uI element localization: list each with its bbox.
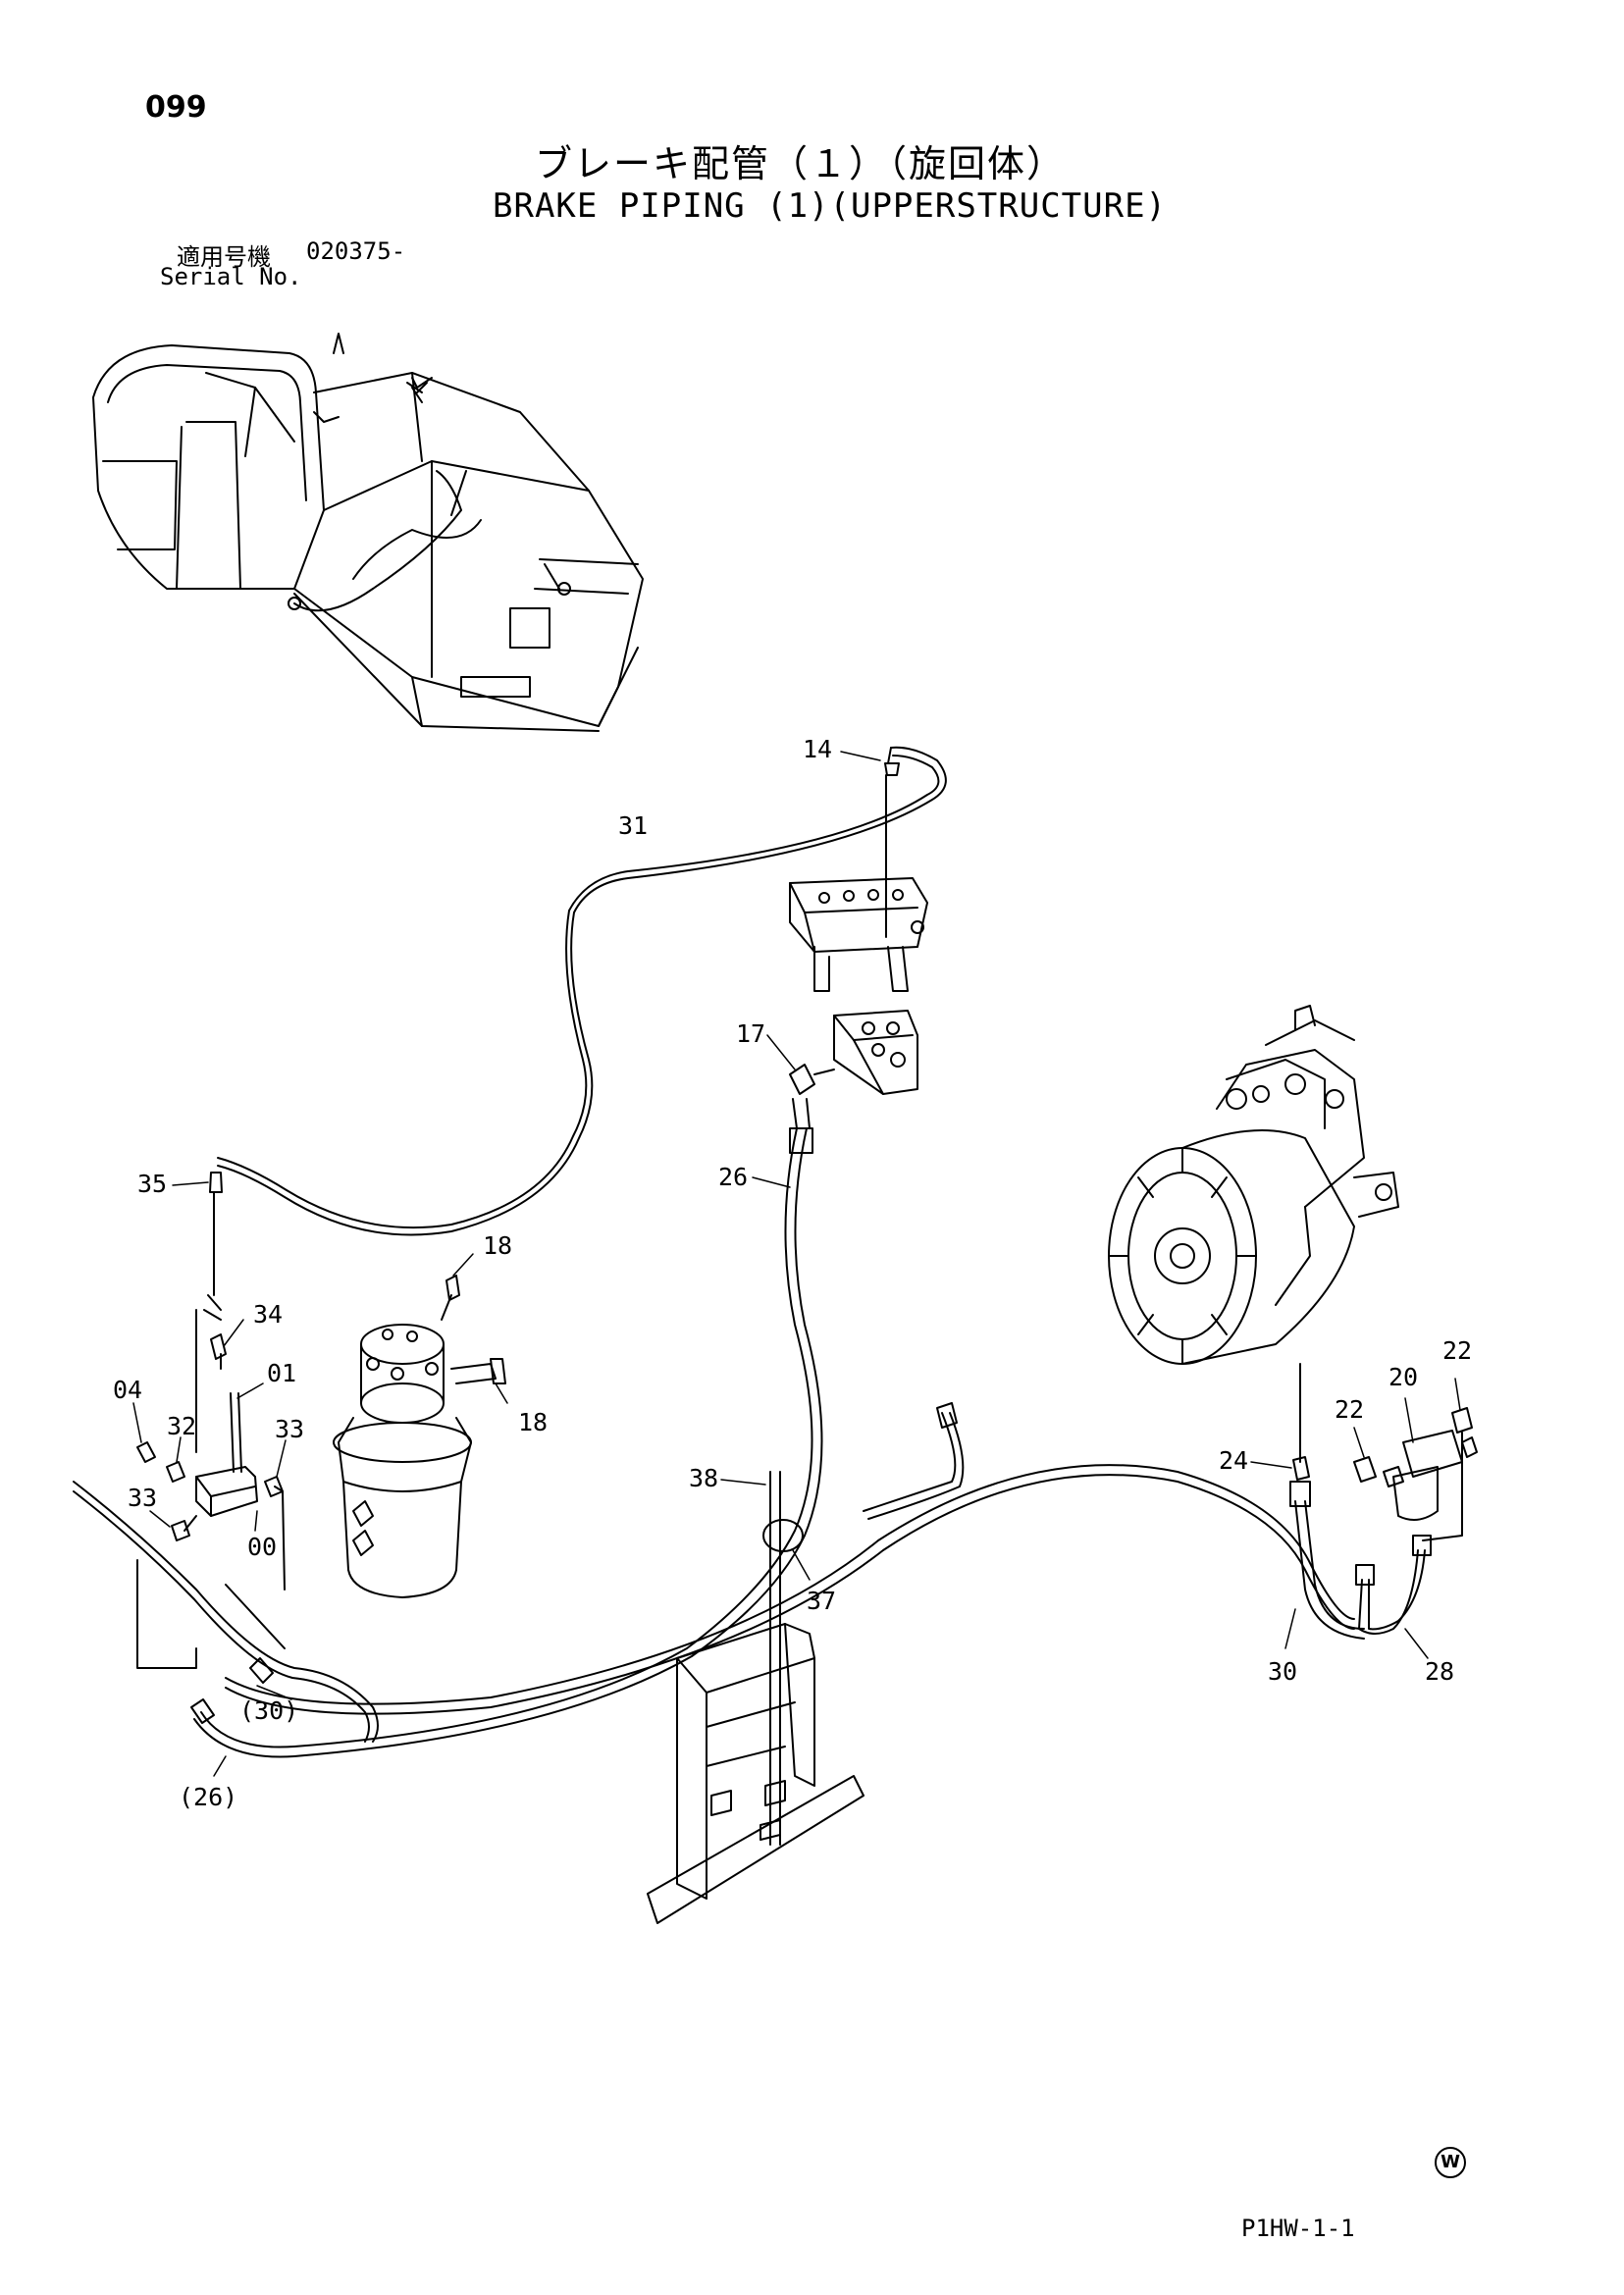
filter-assembly: [1292, 1407, 1478, 1541]
callout-04: 04: [113, 1376, 142, 1404]
serial-label-english: Serial No.: [160, 263, 302, 290]
hose-31: [217, 746, 947, 1236]
page-number: 099: [145, 90, 207, 125]
callout-22-right: 22: [1442, 1336, 1472, 1365]
callout-38: 38: [689, 1464, 718, 1492]
hose-30: [225, 1464, 1365, 1715]
excavator-overview: [92, 333, 644, 732]
callout-26-ref: (26): [179, 1783, 237, 1811]
pipe-bundle-left: [73, 1481, 379, 1743]
callout-32: 32: [167, 1412, 196, 1440]
callout-26: 26: [718, 1163, 748, 1191]
title-japanese: ブレーキ配管（１）（旋回体）: [535, 142, 1067, 185]
callout-33-left: 33: [128, 1484, 157, 1512]
callout-33-right: 33: [275, 1415, 304, 1443]
callout-28: 28: [1425, 1657, 1454, 1686]
title-english: BRAKE PIPING (1)(UPPERSTRUCTURE): [493, 186, 1168, 226]
callout-00: 00: [247, 1533, 277, 1561]
callout-37: 37: [807, 1587, 836, 1615]
callout-22-left: 22: [1335, 1395, 1364, 1424]
hose-branch-upper: [863, 1402, 965, 1520]
callout-18-lower: 18: [518, 1408, 548, 1436]
callout-24: 24: [1219, 1446, 1248, 1475]
fitting-group-left: [136, 1172, 286, 1591]
callout-30-ref: (30): [239, 1696, 298, 1725]
support-bracket: [647, 1623, 864, 1924]
callout-20: 20: [1388, 1363, 1418, 1391]
serial-number: 020375-: [306, 237, 406, 265]
callout-14: 14: [803, 735, 832, 763]
hose-26: [193, 1098, 823, 1758]
callout-30: 30: [1268, 1657, 1297, 1686]
pump-assembly: [1108, 1005, 1399, 1463]
valve-block-upper: [789, 774, 928, 992]
callout-01: 01: [267, 1359, 296, 1387]
callout-18-upper: 18: [483, 1231, 512, 1260]
callout-31: 31: [618, 811, 648, 840]
swivel-joint: [333, 1275, 506, 1598]
callout-35: 35: [137, 1170, 167, 1198]
serial-label-japanese: 適用号機: [177, 243, 271, 271]
leader-lines: [132, 751, 1461, 1777]
drawing-code: P1HW-1-1: [1241, 2215, 1355, 2242]
callout-34: 34: [253, 1300, 283, 1329]
block-17: [789, 1010, 918, 1095]
w-mark-icon: W: [1435, 2147, 1466, 2178]
callout-17: 17: [736, 1019, 765, 1048]
hose-28: [1355, 1535, 1432, 1635]
